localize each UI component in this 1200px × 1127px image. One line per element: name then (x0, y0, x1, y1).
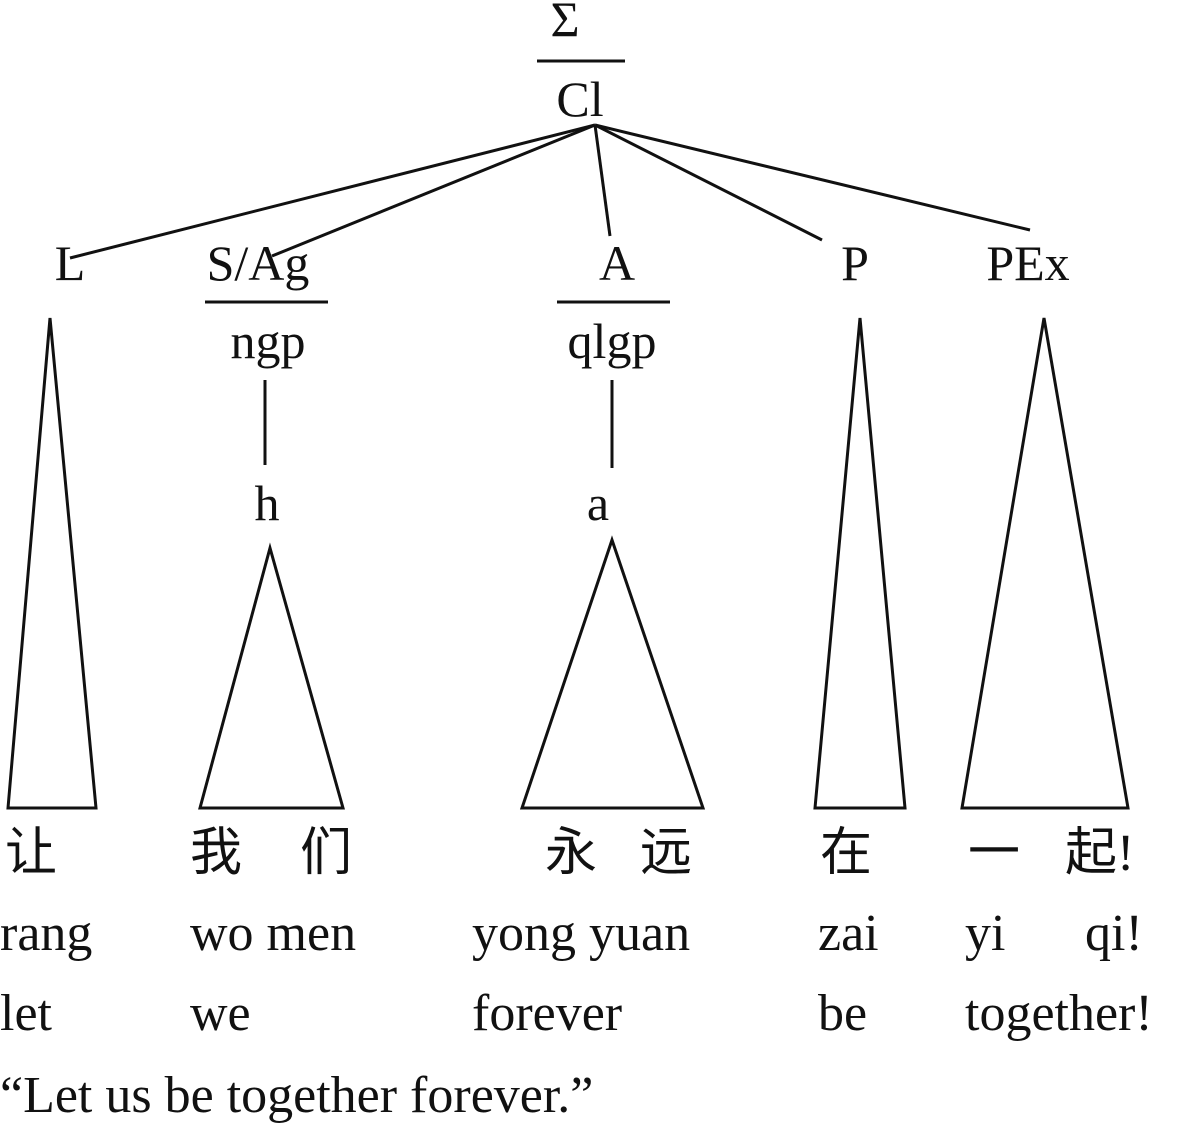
root-sigma: Σ (550, 0, 579, 47)
root-clause: Cl (556, 71, 603, 127)
pinyin-row: rang wo men yong yuan zai yi qi! (0, 905, 1143, 962)
pinyin-word: yong yuan (472, 905, 690, 962)
head-h: h (255, 475, 280, 531)
gloss-word: forever (472, 985, 622, 1042)
chinese-word: 让 (5, 825, 57, 882)
chinese-word: 一 (968, 825, 1020, 882)
gloss-word: we (190, 985, 251, 1042)
triangle-pex (960, 317, 1130, 810)
chinese-word: 永 (545, 825, 597, 882)
pinyin-word: zai (818, 905, 879, 962)
label-sag: S/Ag (207, 235, 310, 291)
branch-sag (271, 123, 596, 258)
label-p: P (841, 235, 869, 291)
branch-l (69, 123, 596, 260)
triangle-a (519, 535, 706, 810)
gloss-word: together! (965, 985, 1153, 1042)
chinese-word: 在 (820, 825, 872, 882)
class-ngp: ngp (231, 313, 306, 369)
chinese-word: 远 (640, 825, 692, 882)
triangle-h (198, 542, 345, 810)
chinese-word: 我 (190, 825, 242, 882)
label-a: A (599, 235, 635, 291)
class-qlgp: qlgp (568, 313, 657, 369)
label-l: L (55, 235, 86, 291)
gloss-row: let we forever be together! (0, 985, 1153, 1042)
label-pex: PEx (986, 235, 1069, 291)
pinyin-word: qi! (1085, 905, 1143, 962)
pinyin-word: wo men (190, 905, 356, 962)
triangle-l (6, 317, 98, 810)
head-a: a (587, 475, 609, 531)
triangle-p (813, 317, 907, 810)
translation: “Let us be together forever.” (0, 1067, 593, 1124)
pinyin-word: yi (965, 905, 1005, 962)
branch-p (594, 123, 823, 242)
gloss-word: let (0, 985, 53, 1042)
gloss-word: be (818, 985, 867, 1042)
pinyin-word: rang (0, 905, 92, 962)
chinese-row: 让 我 们 永 远 在 一 起! (5, 825, 1134, 882)
branch-a (593, 124, 612, 237)
chinese-word: 起! (1065, 825, 1134, 882)
branch-pex (594, 123, 1031, 232)
chinese-word: 们 (300, 825, 352, 882)
